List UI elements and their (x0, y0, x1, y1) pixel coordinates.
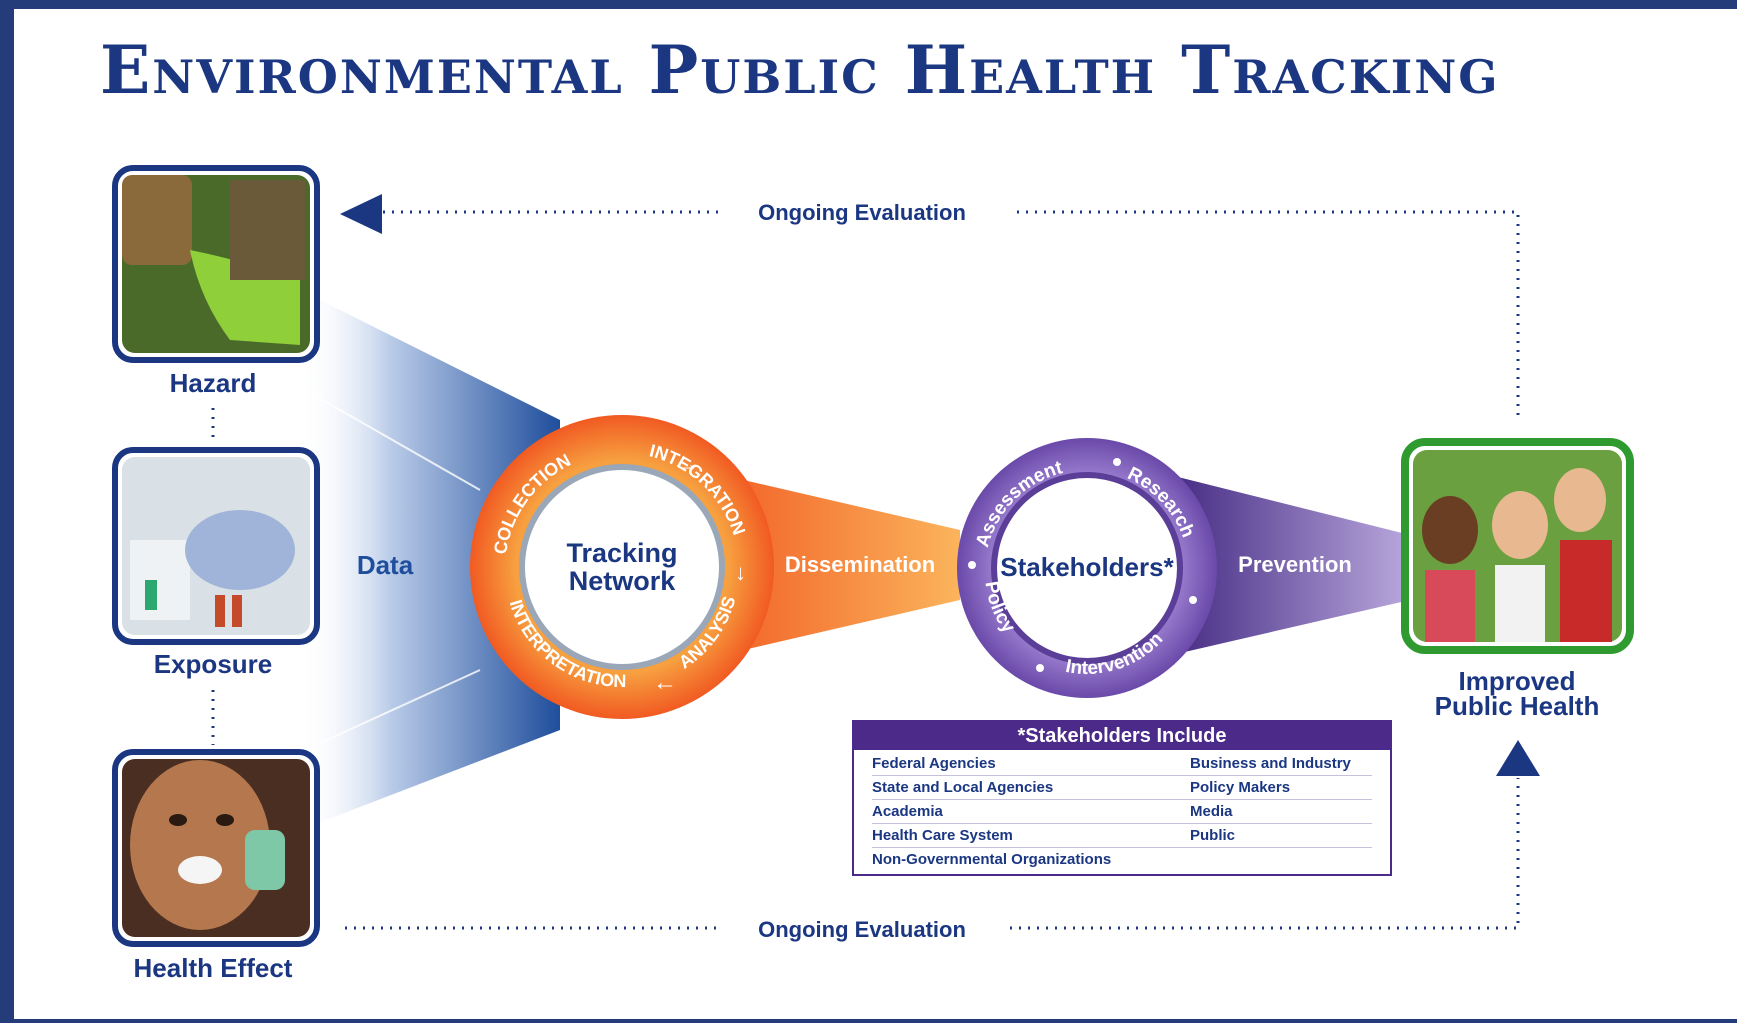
table-row: Federal Agencies Business and Industry (872, 752, 1372, 776)
tracking-label-line2: Network (569, 566, 677, 596)
table-cell: Non-Governmental Organizations (872, 851, 1112, 868)
stakeholders-label: Stakeholders* (1000, 552, 1174, 582)
stakeholders-table-body: Federal Agencies Business and Industry S… (854, 750, 1390, 871)
bottom-evaluation-label: Ongoing Evaluation (758, 917, 966, 942)
table-cell: Public (1190, 827, 1236, 844)
arrow-right-glyph: → (675, 451, 699, 478)
health-effect-label: Health Effect (134, 953, 293, 983)
ring-dot (1189, 596, 1197, 604)
table-row: Non-Governmental Organizations (872, 848, 1372, 871)
table-row: Health Care System Public (872, 824, 1372, 848)
ring-dot (1113, 458, 1121, 466)
top-evaluation-label: Ongoing Evaluation (758, 200, 966, 225)
hazard-label: Hazard (170, 368, 257, 398)
table-cell: Policy Makers (1190, 779, 1291, 796)
table-cell: Health Care System (872, 827, 1013, 844)
table-row: State and Local Agencies Policy Makers (872, 776, 1372, 800)
evaluation-arrowhead-left (340, 194, 382, 234)
ring-dot (968, 561, 976, 569)
tracking-label-line1: Tracking (566, 538, 677, 568)
table-cell: Business and Industry (1190, 755, 1351, 772)
prevention-beam (1150, 470, 1410, 660)
ring-dot (1036, 664, 1044, 672)
evaluation-arrowhead-up (1496, 740, 1540, 776)
dissemination-label: Dissemination (785, 552, 935, 577)
page-title: Environmental Public Health Tracking (100, 31, 1500, 109)
health-effect-photo (112, 749, 320, 947)
stakeholders-ring (957, 438, 1217, 698)
arrow-down-glyph: ↓ (735, 560, 746, 585)
table-cell: Federal Agencies (872, 755, 996, 772)
table-cell: State and Local Agencies (872, 779, 1054, 796)
data-label: Data (357, 550, 414, 580)
improved-label-line2: Public Health (1435, 691, 1600, 721)
arrow-left-glyph: ← (653, 669, 677, 696)
improved-label-line1: Improved (1458, 666, 1575, 696)
exposure-label: Exposure (154, 649, 273, 679)
table-cell: Media (1190, 803, 1233, 820)
hazard-photo (112, 165, 320, 363)
exposure-photo (112, 447, 320, 645)
stakeholders-table: *Stakeholders Include Federal Agencies B… (852, 720, 1392, 876)
stakeholders-table-header: *Stakeholders Include (854, 722, 1390, 750)
prevention-label: Prevention (1238, 552, 1352, 577)
top-eval-dots-right (1010, 210, 1520, 415)
tracking-network-ring (470, 415, 774, 719)
table-row: Academia Media (872, 800, 1372, 824)
table-cell: Academia (872, 803, 943, 820)
children-photo (1401, 438, 1634, 654)
